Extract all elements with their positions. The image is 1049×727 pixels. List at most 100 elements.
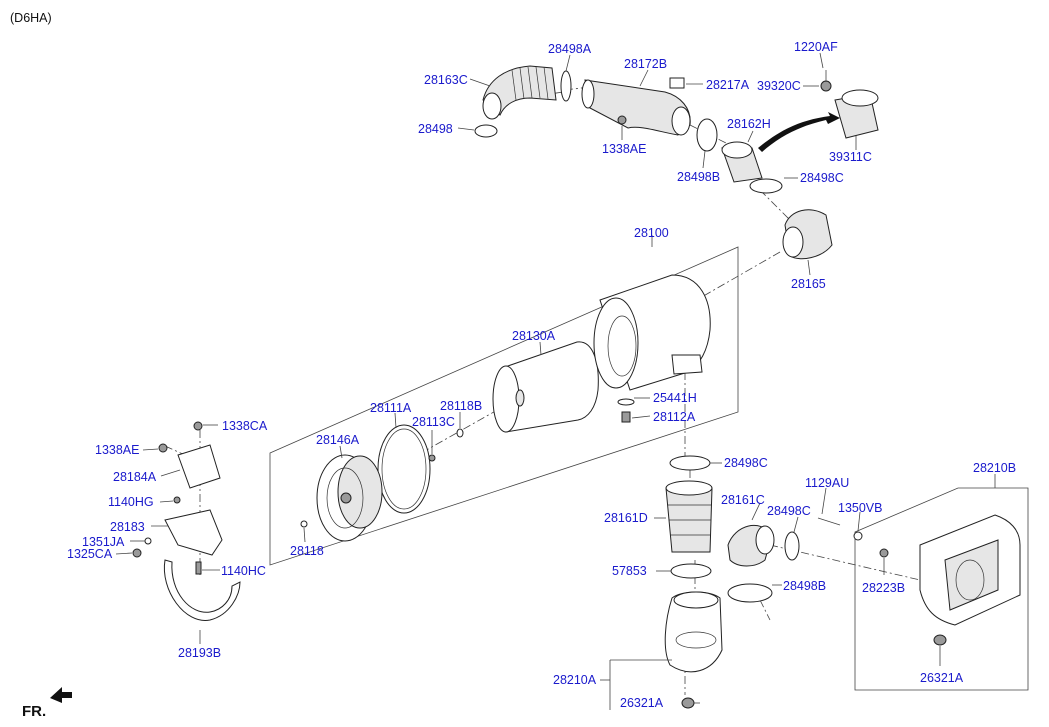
body-outlet <box>671 354 703 375</box>
strap-28193B <box>163 559 241 621</box>
callout-28193B[interactable]: 28193B <box>178 646 221 660</box>
callout-25441H[interactable]: 25441H <box>653 391 697 405</box>
nut-1325CA <box>132 548 142 558</box>
callout-28111A[interactable]: 28111A <box>370 401 412 415</box>
clamp-28498B-mid <box>727 583 773 603</box>
elbow-opening <box>482 92 502 120</box>
cap-28112A <box>621 411 631 423</box>
front-direction-arrow-icon <box>50 687 72 703</box>
callout-1351JA[interactable]: 1351JA <box>82 535 125 549</box>
bolt-28113C <box>428 454 436 462</box>
bracket-28217A <box>669 77 685 89</box>
callout-28183[interactable]: 28183 <box>110 520 145 534</box>
callout-1140HC[interactable]: 1140HC <box>221 564 266 578</box>
filter-element-28130A <box>504 341 599 433</box>
hose-corrugations <box>511 66 549 101</box>
callout-28161D[interactable]: 28161D <box>604 511 648 525</box>
bracket-28183 <box>164 509 223 556</box>
cover-hub <box>340 492 352 504</box>
callout-28118[interactable]: 28118 <box>290 544 324 558</box>
bolt-1338AE-left <box>158 443 168 453</box>
housing-inner <box>944 539 999 611</box>
clamp-28498 <box>474 124 498 138</box>
callout-1220AF[interactable]: 1220AF <box>794 40 838 54</box>
callout-28184A[interactable]: 28184A <box>113 470 157 484</box>
ring-28498B <box>696 118 718 152</box>
callout-1325CA[interactable]: 1325CA <box>67 547 113 561</box>
hose-28161D-top <box>665 480 713 496</box>
callout-1350VB[interactable]: 1350VB <box>838 501 882 515</box>
filter-end-cap <box>492 365 520 433</box>
grommet-28223B <box>879 548 889 558</box>
callout-1338AE-top[interactable]: 1338AE <box>602 142 646 156</box>
callout-1338AE-left[interactable]: 1338AE <box>95 443 139 457</box>
model-code: (D6HA) <box>10 11 52 25</box>
clip-28118 <box>300 520 308 528</box>
nut-1338CA <box>193 421 203 431</box>
bolt-1129AU <box>817 517 841 526</box>
elbow-28161C-end <box>755 525 775 555</box>
callout-28498B-mid[interactable]: 28498B <box>783 579 826 593</box>
washer-1351JA <box>144 537 152 545</box>
ring-28498C <box>749 178 783 194</box>
callout-28100[interactable]: 28100 <box>634 226 669 240</box>
callout-28162H[interactable]: 28162H <box>727 117 771 131</box>
pipe-inlet <box>581 79 595 109</box>
callout-28165[interactable]: 28165 <box>791 277 826 291</box>
callout-28161C[interactable]: 28161C <box>721 493 765 507</box>
drain-26321A-bottom <box>681 697 695 709</box>
drain-26321A-right <box>933 634 947 646</box>
sensor-opening <box>841 89 879 107</box>
callout-28163C[interactable]: 28163C <box>424 73 468 87</box>
clamp-28498C-mid <box>669 455 711 471</box>
sensor-39320C <box>820 80 832 92</box>
callout-28172B[interactable]: 28172B <box>624 57 667 71</box>
callout-1129AU[interactable]: 1129AU <box>805 476 849 490</box>
callout-28498C-mid[interactable]: 28498C <box>724 456 768 470</box>
callout-26321A-bottom[interactable]: 26321A <box>620 696 664 710</box>
callout-28498A[interactable]: 28498A <box>548 42 592 56</box>
cover-rim <box>337 455 383 529</box>
centerline <box>759 599 771 621</box>
assembly-arrow <box>758 112 840 152</box>
duct-28210A-inner <box>675 631 717 649</box>
clamp-57853 <box>670 563 712 579</box>
callout-1140HG[interactable]: 1140HG <box>108 495 154 509</box>
elbow-28165-opening <box>782 226 804 258</box>
ring-28498A <box>560 70 572 102</box>
callout-39311C[interactable]: 39311C <box>829 150 872 164</box>
callout-28498C-top[interactable]: 28498C <box>800 171 844 185</box>
clamp-28498C-right <box>784 531 800 561</box>
callout-28498C-right[interactable]: 28498C <box>767 504 811 518</box>
pipe-end <box>671 106 691 136</box>
callout-28223B[interactable]: 28223B <box>862 581 905 595</box>
callout-28498B-top[interactable]: 28498B <box>677 170 720 184</box>
valve-25441H <box>617 398 635 406</box>
callout-28210A[interactable]: 28210A <box>553 673 597 687</box>
housing-assembly-outline <box>854 487 1029 691</box>
air-cleaner-assembly-outline <box>269 246 739 566</box>
callout-39320C[interactable]: 39320C <box>757 79 801 93</box>
bolt-1140HC <box>195 561 202 575</box>
air-cleaner-opening <box>593 297 639 389</box>
callout-57853[interactable]: 57853 <box>612 564 647 578</box>
callout-28210B[interactable]: 28210B <box>973 461 1016 475</box>
callout-28146A[interactable]: 28146A <box>316 433 360 447</box>
callout-28113C[interactable]: 28113C <box>412 415 455 429</box>
callout-28130A[interactable]: 28130A <box>512 329 556 343</box>
callout-28112A[interactable]: 28112A <box>653 410 696 424</box>
filter-center-hole <box>515 389 525 407</box>
intake-pipe-28172B <box>584 79 691 136</box>
hose-28162H-end <box>721 141 753 159</box>
callout-26321A-right[interactable]: 26321A <box>920 671 964 685</box>
callout-1338CA[interactable]: 1338CA <box>222 419 268 433</box>
front-label: FR. <box>22 703 46 720</box>
bolt-1140HG <box>173 496 181 504</box>
callout-28217A[interactable]: 28217A <box>706 78 750 92</box>
duct-28210A-top <box>673 591 719 609</box>
callout-28498[interactable]: 28498 <box>418 122 453 136</box>
washer-28118B <box>456 428 464 438</box>
callout-28118B[interactable]: 28118B <box>440 399 482 413</box>
centerline <box>699 251 781 299</box>
air-cleaner-inner <box>607 315 637 377</box>
